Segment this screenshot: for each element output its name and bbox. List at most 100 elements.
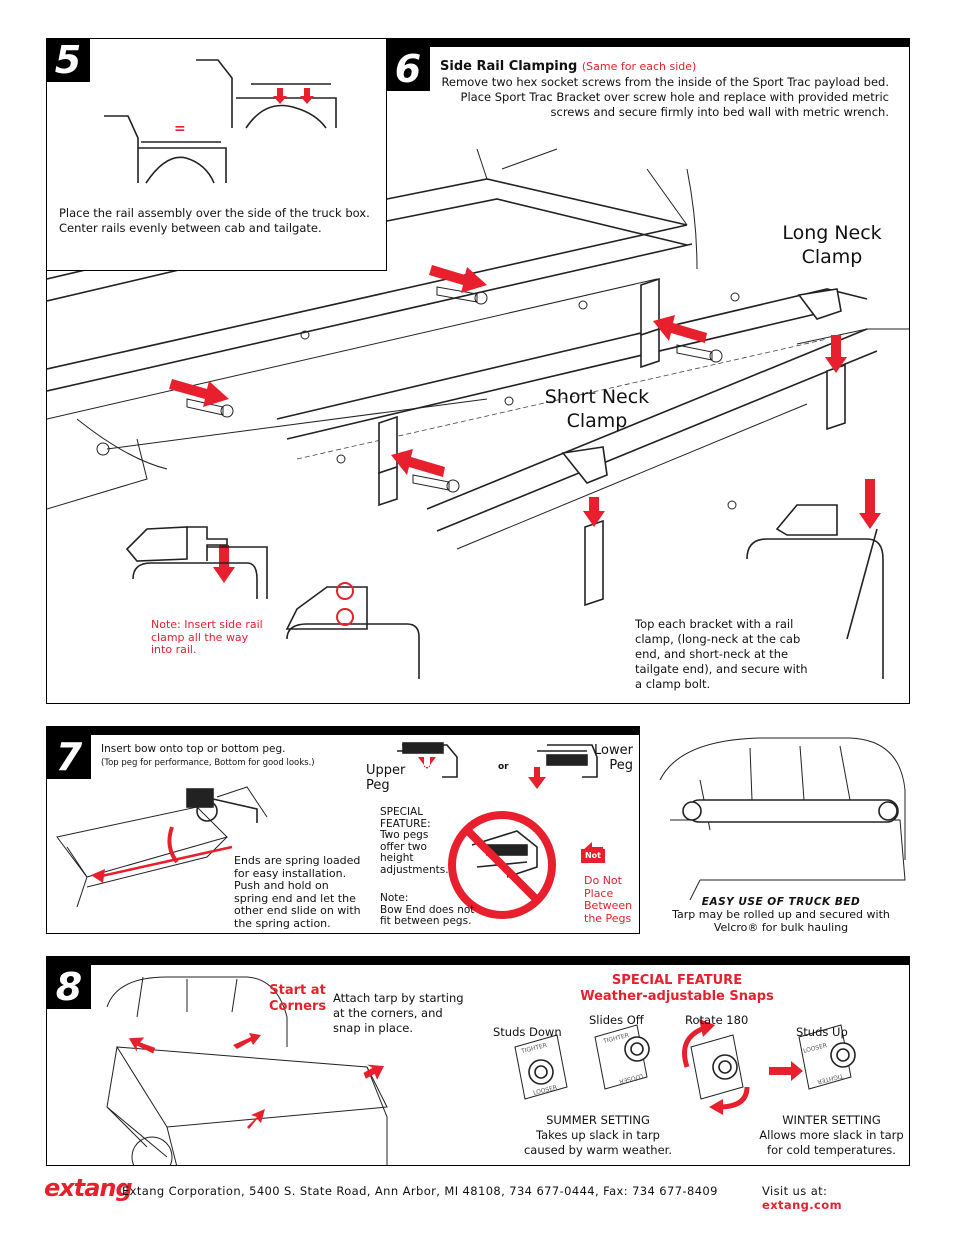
or-label: or <box>498 762 509 772</box>
short-neck-line1: Short Neck <box>544 386 650 408</box>
easy-text-line2: Velcro® for bulk hauling <box>713 920 849 934</box>
step7-note-line3: fit between pegs. <box>380 915 472 927</box>
winter-line3: for cold temperatures. <box>767 1143 896 1157</box>
step6-topbar <box>47 39 909 47</box>
step7-number: 7 <box>47 735 91 779</box>
step7-spring-text: Ends are spring loaded for easy installa… <box>234 854 361 930</box>
long-neck-line1: Long Neck <box>782 222 882 244</box>
step5-panel: 5 = Place the rail assembly over the sid… <box>47 39 387 271</box>
not-badge: Not <box>581 849 605 863</box>
slides-off-label: Slides Off <box>589 1013 644 1027</box>
easy-text-line1: Tarp may be rolled up and secured with <box>672 908 890 921</box>
step6-note-line1: Note: Insert side rail <box>151 618 263 631</box>
bracket-text-line3: end, and short-neck at the <box>635 647 789 661</box>
step6-note-line3: into rail. <box>151 643 197 656</box>
special-line5: height <box>380 852 414 864</box>
step6-title-note: (Same for each side) <box>581 60 697 73</box>
extang-logo[interactable]: extang <box>44 1174 133 1202</box>
visit-label: Visit us at: <box>762 1184 828 1198</box>
step6-title: Side Rail Clamping <box>440 59 578 74</box>
spring-line2: for easy installation. <box>234 866 347 880</box>
attach-line3: snap in place. <box>333 1021 414 1035</box>
step6-number: 6 <box>386 47 430 91</box>
special-feature-title: SPECIAL FEATURE Weather-adjustable Snaps <box>567 973 787 1005</box>
step5-illustration <box>104 59 337 184</box>
attach-text: Attach tarp by starting at the corners, … <box>333 991 464 1036</box>
spring-line1: Ends are spring loaded <box>234 854 361 867</box>
step7-note-line2: Bow End does not <box>380 903 475 916</box>
spring-line3: Push and hold on <box>234 879 329 892</box>
step6-note: Note: Insert side rail clamp all the way… <box>151 618 263 657</box>
do-not-line4: the Pegs <box>584 911 632 925</box>
step7-special: SPECIAL FEATURE: Two pegs offer two heig… <box>380 806 449 876</box>
studs-down-label: Studs Down <box>493 1025 562 1039</box>
do-not-line3: Between <box>584 899 633 912</box>
step6-instr-1: Remove two hex socket screws from the in… <box>441 75 889 89</box>
step6-note-line2: clamp all the way <box>151 630 249 644</box>
lower-peg-label: Lower Peg <box>585 743 633 773</box>
summer-line2: Takes up slack in tarp <box>536 1128 660 1142</box>
step8-topbar <box>47 957 909 965</box>
bracket-text-line4: tailgate end), and secure with <box>635 662 808 676</box>
step5-text-line1: Place the rail assembly over the side of… <box>59 206 370 220</box>
step8-illustration <box>106 976 856 1165</box>
step7-intro-small: (Top peg for performance, Bottom for goo… <box>101 758 315 768</box>
easy-use-title: EASY USE OF TRUCK BED <box>701 896 861 908</box>
step6-illustration <box>47 148 909 679</box>
do-not-line2: Place <box>584 886 614 900</box>
step7-topbar <box>47 727 639 735</box>
short-neck-line2: Clamp <box>566 410 628 432</box>
spring-line4: spring end and let the <box>234 891 356 905</box>
rotate-label: Rotate 180 <box>685 1013 749 1027</box>
do-not-line1: Do Not <box>584 874 622 887</box>
footer: extang Extang Corporation, 5400 S. State… <box>44 1172 910 1212</box>
special-title-line2: Weather-adjustable Snaps <box>580 989 774 1004</box>
winter-line2: Allows more slack in tarp <box>759 1128 904 1142</box>
upper-peg-label: Upper Peg <box>366 763 405 793</box>
do-not-text: Do Not Place Between the Pegs <box>584 874 633 925</box>
spring-line5: other end slide on with <box>234 904 361 917</box>
attach-line2: at the corners, and <box>333 1006 443 1020</box>
winter-setting: WINTER SETTING Allows more slack in tarp… <box>759 1113 904 1158</box>
footer-visit: Visit us at: extang.com <box>762 1184 910 1212</box>
step6-panel: 5 = Place the rail assembly over the sid… <box>46 38 910 704</box>
start-at-corners: Start at Corners <box>269 983 326 1015</box>
winter-line1: WINTER SETTING <box>782 1113 881 1127</box>
special-line2: FEATURE: <box>380 817 431 830</box>
start-line2: Corners <box>269 999 327 1014</box>
step8-number: 8 <box>47 965 91 1009</box>
attach-line1: Attach tarp by starting <box>333 991 464 1005</box>
bracket-text-line1: Top each bracket with a rail <box>635 617 794 631</box>
step7-panel: 7 <box>46 726 640 934</box>
special-title-line1: SPECIAL FEATURE <box>611 973 743 988</box>
spring-line6: the spring action. <box>234 916 331 930</box>
step5-equals: = <box>174 121 186 137</box>
lower-peg-line2: Peg <box>609 758 633 773</box>
special-line4: offer two <box>380 840 427 853</box>
start-line1: Start at <box>269 983 326 998</box>
step7-note-line1: Note: <box>380 892 409 904</box>
bracket-text-line5: a clamp bolt. <box>635 677 711 691</box>
step5-number: 5 <box>47 39 90 82</box>
short-neck-label: Short Neck Clamp <box>542 385 652 433</box>
studs-up-label: Studs Up <box>796 1025 848 1039</box>
bracket-text-line2: clamp, (long-neck at the cab <box>635 632 801 646</box>
upper-peg-line2: Peg <box>366 778 390 793</box>
summer-line3: caused by warm weather. <box>523 1143 672 1157</box>
step6-instr-3: screws and secure firmly into bed wall w… <box>550 105 890 119</box>
site-link[interactable]: extang.com <box>762 1198 842 1212</box>
step6-title-line: Side Rail Clamping (Same for each side) <box>440 59 696 74</box>
special-line1: SPECIAL <box>380 806 424 818</box>
special-line6: adjustments. <box>380 863 449 876</box>
long-neck-label: Long Neck Clamp <box>777 221 887 269</box>
upper-peg-line1: Upper <box>366 763 406 778</box>
long-neck-line2: Clamp <box>801 246 863 268</box>
summer-line1: SUMMER SETTING <box>546 1113 650 1127</box>
summer-setting: SUMMER SETTING Takes up slack in tarp ca… <box>523 1113 673 1158</box>
step7-intro: Insert bow onto top or bottom peg. <box>101 743 286 755</box>
special-line3: Two pegs <box>380 829 429 841</box>
step7-illustration <box>56 742 603 919</box>
easy-use-text: Tarp may be rolled up and secured with V… <box>660 908 902 934</box>
lower-peg-line1: Lower <box>594 743 633 758</box>
step6-instr-2: Place Sport Trac Bracket over screw hole… <box>460 90 889 104</box>
